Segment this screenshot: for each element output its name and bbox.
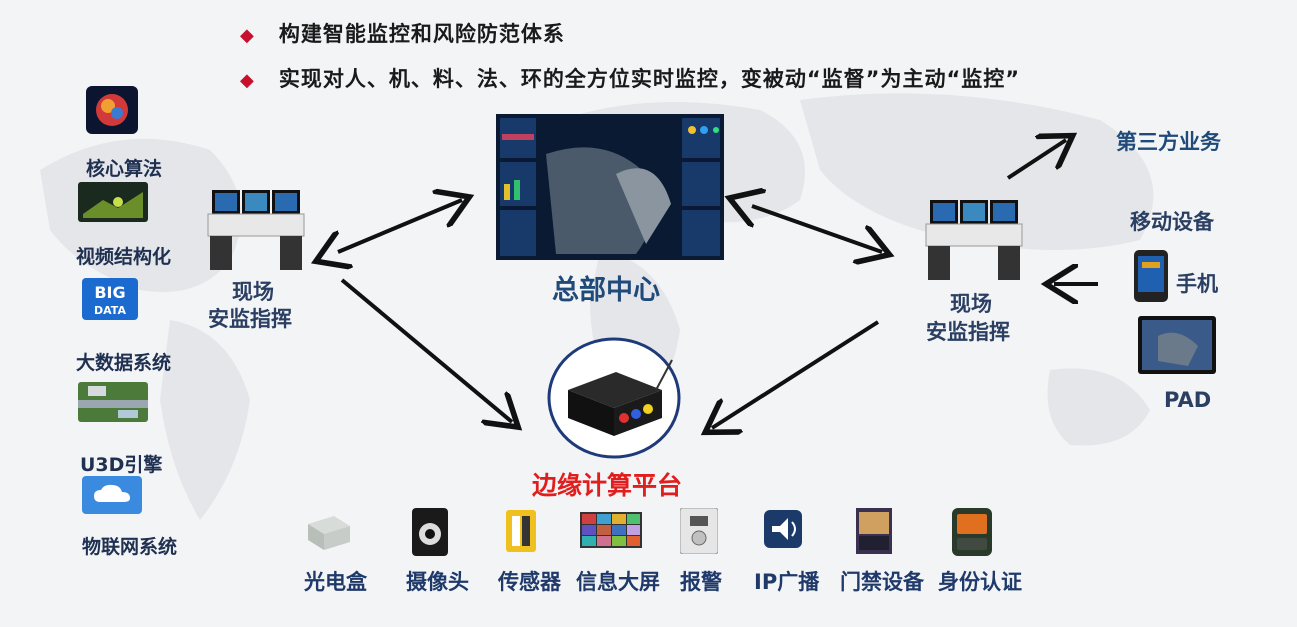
bullet-2: ◆ 实现对人、机、料、法、环的全方位实时监控，变被动“监督”为主动“监控” <box>240 63 1020 93</box>
left-item-video-structuring: 视频结构化 <box>76 246 172 268</box>
hq-dashboard-screenshot <box>496 114 724 260</box>
pad-icon <box>1138 316 1216 374</box>
sensor-icon <box>506 510 536 552</box>
left-item-iot: 物联网系统 <box>82 536 178 558</box>
bullet-2-text: 实现对人、机、料、法、环的全方位实时监控，变被动“监督”为主动“监控” <box>278 67 1021 91</box>
device-label-identity-auth: 身份认证 <box>938 570 1022 594</box>
mobile-devices-label: 移动设备 <box>1130 210 1214 234</box>
arrow-left-hq <box>338 200 462 252</box>
camera-icon <box>412 508 448 556</box>
u3d-engine-icon <box>78 382 148 422</box>
arrow-right-thirdparty <box>1006 140 1066 180</box>
big-data-icon: BIG DATA <box>82 278 138 320</box>
right-station-line2: 安监指挥 <box>926 320 1010 344</box>
left-station-line1: 现场 <box>232 280 274 304</box>
arrow-hq-right <box>752 206 882 252</box>
pad-label: PAD <box>1164 388 1212 412</box>
arrow-right-edge <box>712 320 880 428</box>
right-station-line1: 现场 <box>950 292 992 316</box>
device-label-optical-box: 光电盒 <box>304 570 367 594</box>
iot-cloud-icon <box>82 476 142 514</box>
device-label-alarm: 报警 <box>680 570 722 594</box>
third-party-label: 第三方业务 <box>1116 130 1221 154</box>
bullet-1-text: 构建智能监控和风险防范体系 <box>278 22 565 46</box>
device-label-info-screen: 信息大屏 <box>576 570 660 594</box>
left-item-u3d-engine: U3D引擎 <box>80 454 163 476</box>
diamond-icon: ◆ <box>240 70 255 91</box>
device-label-access-control: 门禁设备 <box>840 570 924 594</box>
command-console-icon-right <box>925 200 1023 280</box>
alarm-icon <box>680 508 718 554</box>
device-label-camera: 摄像头 <box>406 570 469 594</box>
left-station-line2: 安监指挥 <box>208 307 292 331</box>
diamond-icon: ◆ <box>240 25 255 46</box>
access-control-icon <box>856 508 892 554</box>
left-item-core-algorithm: 核心算法 <box>86 158 163 180</box>
bullet-1: ◆ 构建智能监控和风险防范体系 <box>240 18 565 48</box>
left-item-big-data: 大数据系统 <box>76 352 172 374</box>
edge-computing-label: 边缘计算平台 <box>532 471 683 500</box>
info-screen-icon <box>580 512 642 548</box>
big-data-icon-text-2: DATA <box>94 304 126 317</box>
arrow-left-edge <box>340 278 512 422</box>
edge-computing-device <box>547 337 681 459</box>
optical-box-icon <box>308 516 350 550</box>
big-data-icon-text-1: BIG <box>94 283 125 302</box>
video-structure-icon <box>78 182 148 222</box>
identity-auth-icon <box>952 508 992 556</box>
device-label-sensor: 传感器 <box>498 570 561 594</box>
phone-label: 手机 <box>1176 272 1218 296</box>
device-label-ip-broadcast: IP广播 <box>754 570 820 594</box>
command-console-icon <box>207 190 305 270</box>
phone-icon <box>1134 250 1168 302</box>
hq-center-label: 总部中心 <box>552 275 660 306</box>
brain-icon <box>86 86 138 134</box>
ip-broadcast-icon <box>764 510 802 548</box>
